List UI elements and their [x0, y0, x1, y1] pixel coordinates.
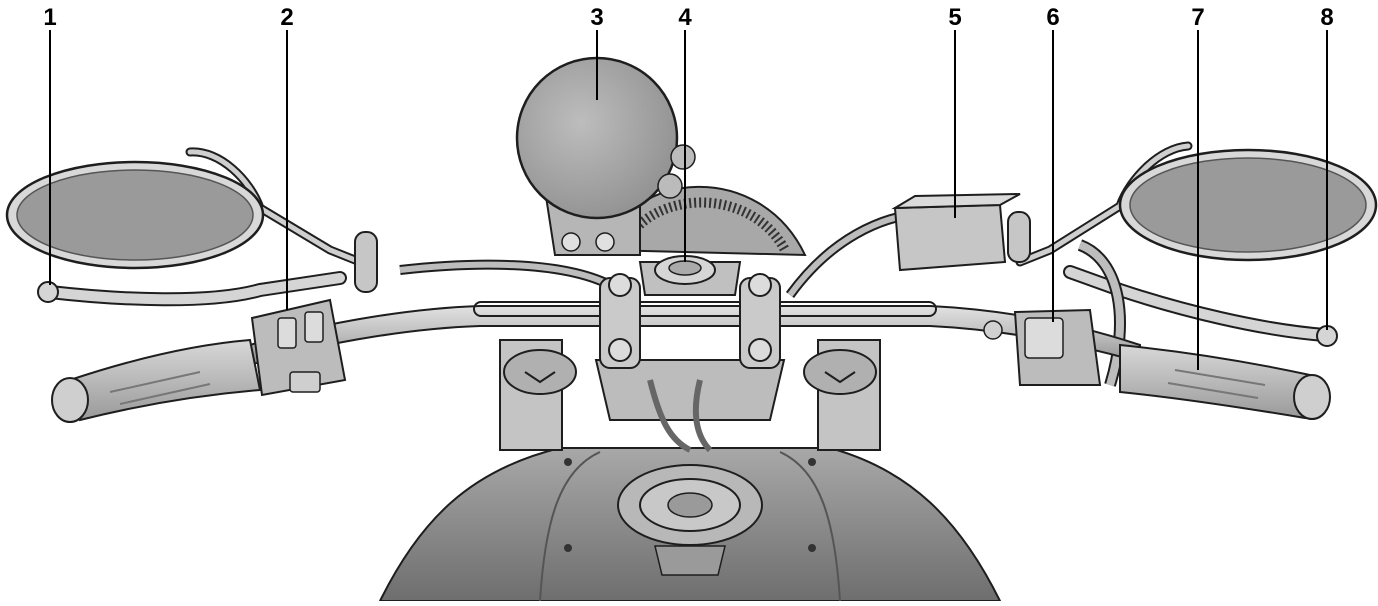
right-mirror [1015, 141, 1378, 267]
left-handlebar-switches [250, 298, 347, 397]
clutch-lever [37, 271, 347, 307]
callout-2: 2 [280, 4, 294, 31]
callout-1: 1 [43, 4, 57, 31]
handlebar [249, 301, 1141, 367]
front-forks [499, 339, 881, 453]
leader-lines [49, 30, 1328, 370]
callout-5: 5 [948, 4, 962, 31]
callout-8: 8 [1320, 4, 1334, 31]
callout-7: 7 [1191, 4, 1205, 31]
brake-fluid-reservoir [354, 193, 1031, 293]
callout-3: 3 [590, 4, 604, 31]
main-switch [654, 255, 716, 285]
fuel-tank [378, 447, 1002, 602]
left-grip [51, 338, 262, 423]
callout-6: 6 [1046, 4, 1060, 31]
throttle-grip [1119, 343, 1331, 420]
front-brake-lever [1063, 265, 1338, 347]
callout-4: 4 [678, 4, 692, 31]
right-handlebar-switches [983, 308, 1102, 386]
left-mirror [5, 147, 365, 270]
